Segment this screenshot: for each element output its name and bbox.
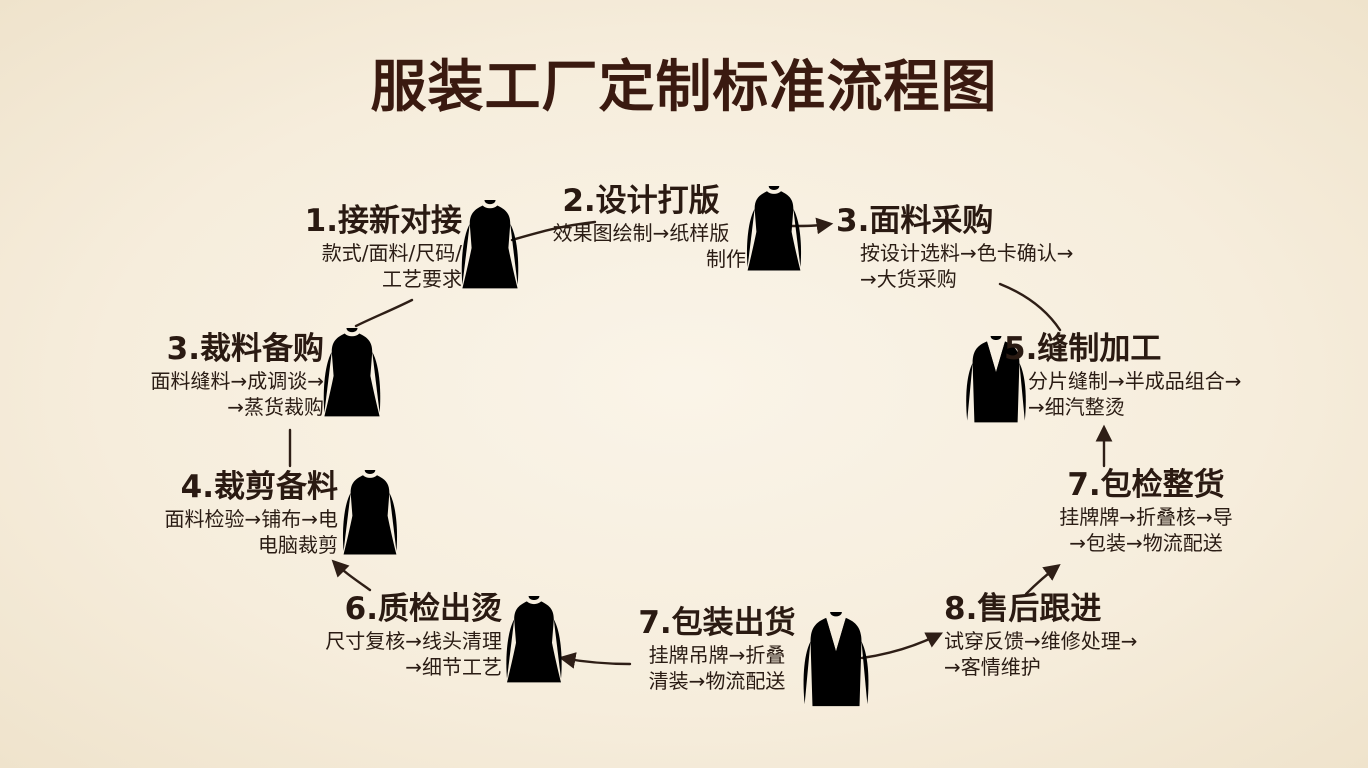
- connector-2-3: [790, 217, 834, 235]
- step-heading: 8.售后跟进: [944, 591, 1102, 627]
- dress-form-icon: [461, 192, 519, 289]
- step-detail: 尺寸复核→线头清理: [325, 628, 502, 653]
- step-8: 8.售后跟进 试穿反馈→维修处理→ →客情维护: [944, 591, 1214, 680]
- step-detail: →细汽整烫: [1028, 394, 1125, 419]
- dress-form-icon: [506, 588, 562, 683]
- step-detail: 分片缝制→半成品组合→: [1028, 368, 1242, 393]
- dress-form-icon: [323, 320, 381, 417]
- step-detail: 电脑裁剪: [258, 532, 338, 557]
- connector-3-5: [998, 282, 1062, 332]
- step-detail: 按设计选料→色卡确认→: [860, 240, 1074, 265]
- step-7-packing: 7.包装出货 挂牌吊牌→折叠 清装→物流配送: [624, 605, 810, 694]
- connector-6-4: [331, 559, 372, 592]
- connector-1-3b: [354, 298, 414, 328]
- step-detail: 清装→物流配送: [648, 668, 786, 693]
- step-detail: →客情维护: [944, 654, 1041, 679]
- step-heading: 1.接新对接: [304, 203, 462, 239]
- step-heading: 2.设计打版: [562, 183, 720, 219]
- connector-7a-6: [558, 652, 632, 669]
- step-detail: 款式/面料/尺码/: [321, 240, 462, 265]
- step-detail: →包装→物流配送: [1069, 530, 1223, 555]
- step-detail: 制作: [706, 246, 746, 271]
- step-heading: 7.包装出货: [638, 605, 796, 641]
- dress-form-icon: [342, 462, 398, 555]
- step-7-inspection: 7.包检整货 挂牌牌→折叠核→导 →包装→物流配送: [1020, 467, 1272, 556]
- step-heading: 3.裁料备购: [166, 331, 324, 367]
- connector-8-7b: [1024, 563, 1061, 596]
- step-detail: 挂牌牌→折叠核→导: [1059, 504, 1233, 529]
- step-detail: 效果图绘制→纸样版: [552, 220, 730, 245]
- connector-7a-8: [860, 632, 944, 660]
- step-3b: 3.裁料备购 面料缝料→成调谈→ →蒸货裁购: [96, 331, 324, 420]
- step-heading: 3.面料采购: [836, 203, 994, 239]
- page-title: 服装工厂定制标准流程图: [370, 55, 998, 120]
- step-detail: →大货采购: [860, 266, 957, 291]
- step-detail: 面料缝料→成调谈→: [150, 368, 324, 393]
- step-heading: 7.包检整货: [1067, 467, 1225, 503]
- connector-1-2: [510, 220, 597, 242]
- step-3: 3.面料采购 按设计选料→色卡确认→ →大货采购: [836, 203, 1136, 292]
- step-4: 4.裁剪备料 面料检验→铺布→电 电脑裁剪: [104, 469, 338, 558]
- jacket-form-icon: [803, 604, 869, 707]
- step-detail: 面料检验→铺布→电: [164, 506, 338, 531]
- step-detail: →蒸货裁购: [227, 394, 324, 419]
- step-heading: 4.裁剪备料: [180, 469, 338, 505]
- step-detail: 工艺要求: [382, 266, 462, 291]
- step-heading: 6.质检出烫: [344, 591, 502, 627]
- step-detail: →细节工艺: [405, 654, 502, 679]
- step-1: 1.接新对接 款式/面料/尺码/ 工艺要求: [262, 203, 462, 292]
- step-2: 2.设计打版 效果图绘制→纸样版 制作: [524, 183, 758, 272]
- step-6: 6.质检出烫 尺寸复核→线头清理 →细节工艺: [270, 591, 502, 680]
- step-heading: 5.缝制加工: [1004, 331, 1162, 367]
- step-detail: 试穿反馈→维修处理→: [944, 628, 1138, 653]
- step-5: 5.缝制加工 分片缝制→半成品组合→ →细汽整烫: [1004, 331, 1304, 420]
- step-detail: 挂牌吊牌→折叠: [648, 642, 786, 667]
